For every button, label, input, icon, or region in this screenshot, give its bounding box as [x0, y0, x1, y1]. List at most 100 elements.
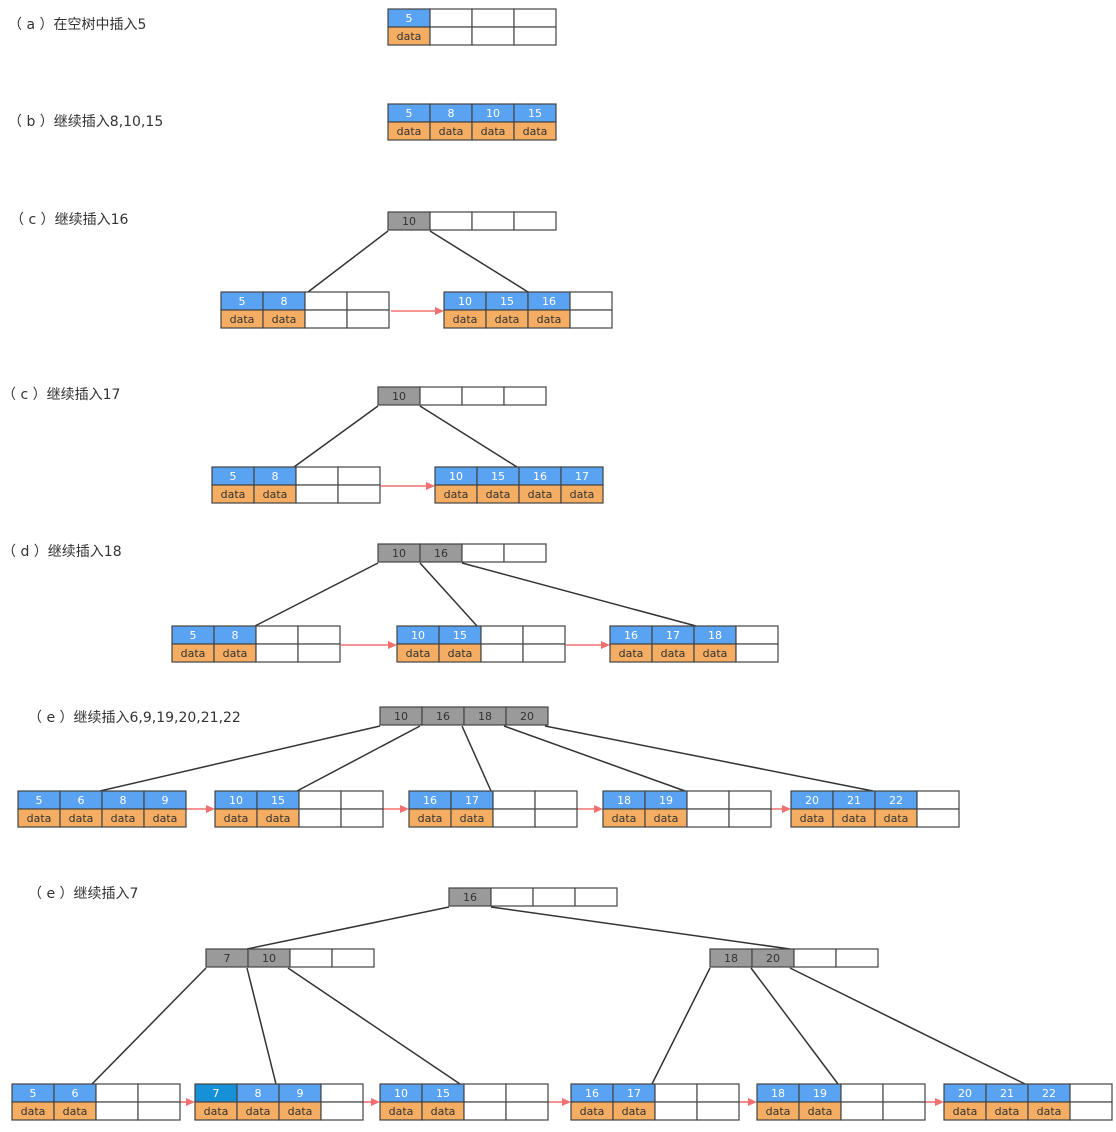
leaf-key-label: 10 [449, 470, 463, 483]
leaf-data-cell [560, 484, 604, 504]
leaf-data-label: data [439, 125, 464, 138]
leaf-key-label: 16 [423, 794, 437, 807]
leaf-data-label: data [953, 1105, 978, 1118]
leaf-empty-data-cell [654, 1101, 698, 1121]
internal-empty-cell [419, 386, 463, 406]
leaf-key-label: 5 [406, 12, 413, 25]
leaf-key-label: 9 [162, 794, 169, 807]
leaf-empty-data-cell [471, 26, 515, 46]
leaf-empty-data-cell [916, 808, 960, 828]
leaf-data-label: data [418, 812, 443, 825]
leaf-data-label: data [800, 812, 825, 825]
leaf-key-label: 15 [271, 794, 285, 807]
internal-key-cell [505, 706, 549, 726]
leaf-empty-key-cell [1069, 1083, 1113, 1103]
leaf-empty-data-cell [686, 808, 730, 828]
leaf-data-label: data [272, 313, 297, 326]
leaf-empty-data-cell [480, 643, 524, 663]
internal-empty-cell [471, 211, 515, 231]
tree-edge [789, 967, 1026, 1085]
leaf-data-label: data [288, 1105, 313, 1118]
leaf-data-label: data [703, 647, 728, 660]
leaf-empty-key-cell [513, 8, 557, 28]
internal-empty-cell [503, 543, 547, 563]
leaf-data-label: data [27, 812, 52, 825]
tree-edge [544, 725, 874, 792]
leaf-empty-key-cell [534, 790, 578, 810]
leaf-empty-key-cell [696, 1083, 740, 1103]
leaf-data-label: data [204, 1105, 229, 1118]
tree-edges [91, 230, 1026, 1085]
tree-edge [296, 725, 421, 792]
leaf-data-label: data [486, 488, 511, 501]
leaf-data-label: data [230, 313, 255, 326]
internal-key-label: 18 [724, 952, 738, 965]
leaf-key-label: 5 [239, 295, 246, 308]
internal-key-label: 10 [392, 547, 406, 560]
leaf-data-label: data [246, 1105, 271, 1118]
leaf-key-label: 15 [491, 470, 505, 483]
leaf-key-label: 5 [190, 629, 197, 642]
leaf-empty-key-cell [505, 1083, 549, 1103]
leaf-empty-key-cell [297, 625, 341, 645]
leaf-key-label: 17 [666, 629, 680, 642]
caption-step-e-multi: （ e ）继续插入6,9,19,20,21,22 [28, 709, 241, 726]
internal-empty-cell [532, 887, 576, 907]
leaf-data-label: data [181, 647, 206, 660]
leaf-data-label: data [263, 488, 288, 501]
leaf-data-cell [143, 808, 187, 828]
leaf-key-label: 16 [533, 470, 547, 483]
leaf-data-label: data [612, 812, 637, 825]
leaf-empty-data-cell [882, 1101, 926, 1121]
leaf-empty-data-cell [735, 643, 779, 663]
leaf-data-label: data [111, 812, 136, 825]
tree-edge [293, 405, 379, 468]
leaf-empty-data-cell [255, 643, 299, 663]
leaf-key-label: 10 [458, 295, 472, 308]
internal-key-label: 20 [766, 952, 780, 965]
leaf-data-label: data [619, 647, 644, 660]
leaf-empty-key-cell [654, 1083, 698, 1103]
internal-key-label: 10 [262, 952, 276, 965]
leaf-key-label: 22 [1042, 1087, 1056, 1100]
tree-edge [287, 967, 461, 1085]
leaf-key-label: 10 [411, 629, 425, 642]
leaf-empty-key-cell [735, 625, 779, 645]
leaf-key-label: 15 [528, 107, 542, 120]
leaf-data-label: data [397, 125, 422, 138]
internal-node: 10 [387, 211, 557, 231]
leaf-data-label: data [224, 812, 249, 825]
tree-edge [490, 906, 791, 950]
leaf-empty-data-cell [320, 1101, 364, 1121]
leaf-key-label: 20 [805, 794, 819, 807]
leaf-data-label: data [266, 812, 291, 825]
leaf-key-label: 9 [297, 1087, 304, 1100]
leaf-data-label: data [528, 488, 553, 501]
leaf-data-label: data [495, 313, 520, 326]
leaf-key-label: 8 [120, 794, 127, 807]
leaf-key-label: 19 [659, 794, 673, 807]
leaf-key-label: 16 [624, 629, 638, 642]
leaf-empty-key-cell [340, 790, 384, 810]
tree-edge [461, 562, 697, 627]
leaf-link-arrow [391, 307, 444, 315]
internal-empty-cell [490, 887, 534, 907]
leaf-key-label: 20 [958, 1087, 972, 1100]
leaf-empty-data-cell [137, 1101, 181, 1121]
leaf-key-label: 21 [1000, 1087, 1014, 1100]
internal-empty-cell [429, 211, 473, 231]
leaf-empty-key-cell [492, 790, 536, 810]
leaf-data-label: data [448, 647, 473, 660]
leaf-key-label: 18 [771, 1087, 785, 1100]
leaf-key-label: 10 [394, 1087, 408, 1100]
internal-empty-cell [461, 543, 505, 563]
leaf-data-label: data [661, 647, 686, 660]
